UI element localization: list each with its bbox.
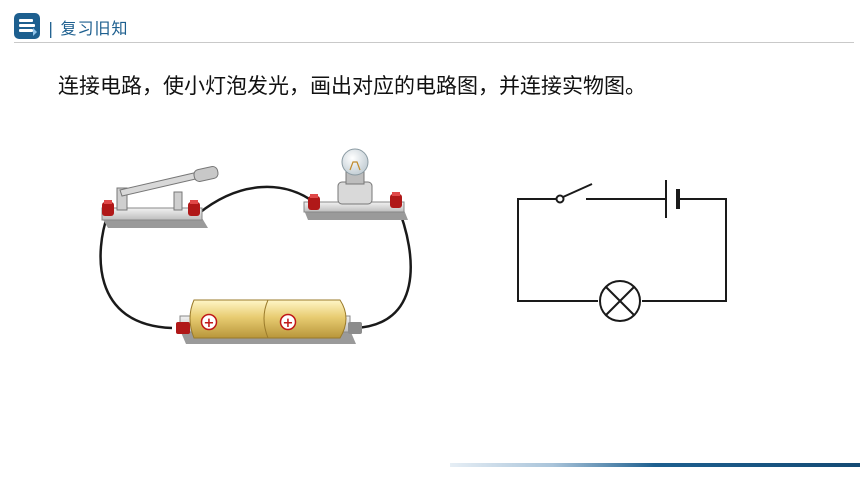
section-title: | 复习旧知 <box>48 19 129 38</box>
battery-holder: + + <box>176 299 362 344</box>
instruction-text: 连接电路，使小灯泡发光，画出对应的电路图，并连接实物图。 <box>58 74 646 98</box>
circuit-schematic-diagram <box>517 180 727 322</box>
battery-plus-1: + <box>204 316 215 331</box>
knife-switch <box>101 166 219 228</box>
header-divider <box>14 42 854 43</box>
page-header: | 复习旧知 <box>0 0 860 44</box>
battery-plus-2: + <box>283 316 294 331</box>
wire-bulb-to-battery <box>354 201 412 330</box>
wire-battery-to-switch <box>99 213 173 330</box>
light-bulb <box>303 148 408 220</box>
footer-accent-bar <box>450 463 860 467</box>
schematic-switch-pivot <box>555 194 565 204</box>
physical-circuit-illustration: + + <box>99 148 412 344</box>
schematic-wire-right <box>642 198 727 302</box>
wire-switch-to-bulb <box>197 185 316 215</box>
book-stack-icon <box>14 13 40 39</box>
schematic-switch-blade <box>562 183 593 198</box>
schematic-wire-left <box>517 198 598 302</box>
